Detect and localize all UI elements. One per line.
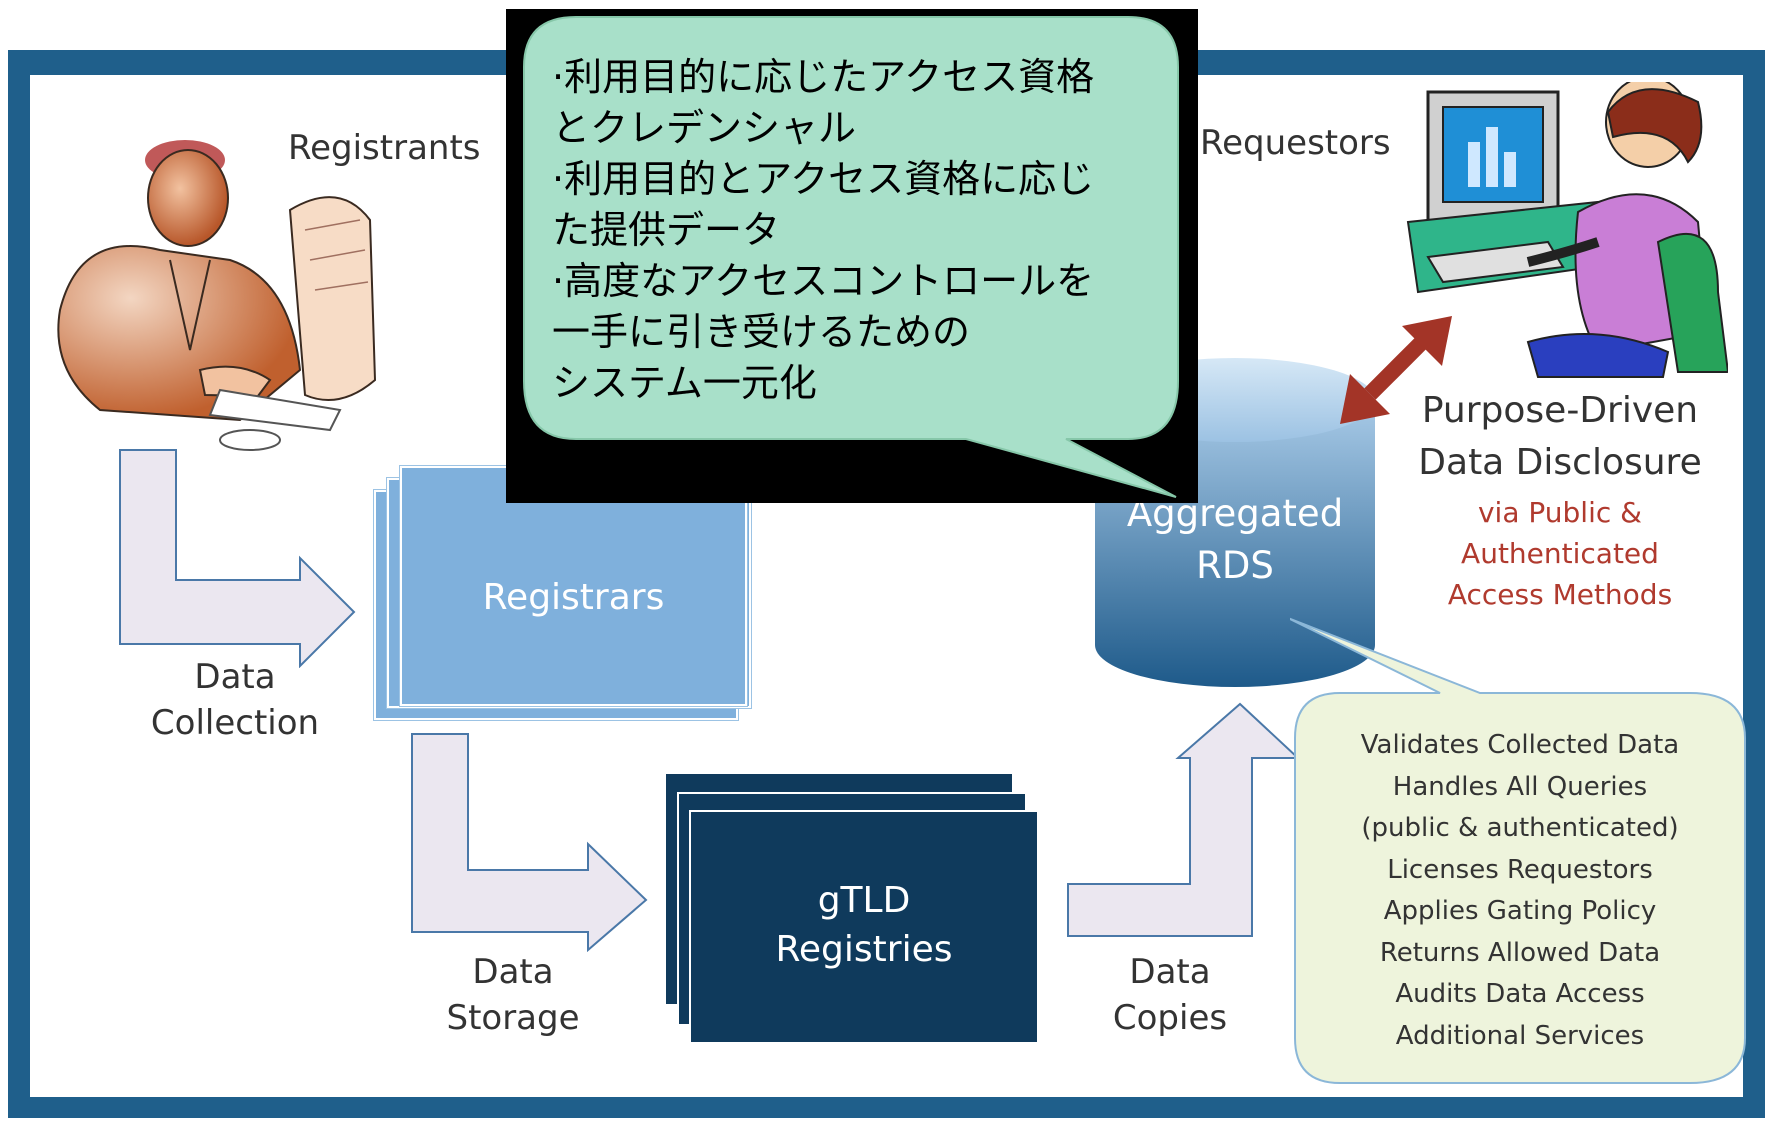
via-line-2: Authenticated xyxy=(1461,537,1659,570)
registrant-illustration xyxy=(57,140,377,451)
data-collection-line-1: Data xyxy=(194,657,276,697)
data-copies-line-2: Copies xyxy=(1112,997,1228,1038)
rds-function-item: Handles All Queries xyxy=(1392,771,1648,802)
via-line-3: Access Methods xyxy=(1447,578,1673,611)
via-line-1: via Public & xyxy=(1477,496,1642,529)
gtld-card: gTLD Registries xyxy=(689,810,1039,1044)
rds-function-item: (public & authenticated) xyxy=(1361,813,1679,843)
data-copies-label: Data Copies xyxy=(1080,950,1260,1042)
rds-functions-callout xyxy=(1290,617,1746,1084)
rds-function-item: Licenses Requestors xyxy=(1387,854,1653,885)
rds-function-item: Additional Services xyxy=(1395,1020,1645,1051)
registrars-card: Registrars xyxy=(400,466,747,706)
data-collection-label: Data Collection xyxy=(130,655,340,747)
disclosure-double-arrow xyxy=(1340,316,1452,424)
registrants-label: Registrants xyxy=(288,128,481,168)
purpose-line-1: Purpose-Driven xyxy=(1421,390,1699,431)
data-copies-line-1: Data xyxy=(1129,952,1211,992)
rds-function-item: Returns Allowed Data xyxy=(1379,937,1661,968)
rds-label: Aggregated RDS xyxy=(1100,488,1370,592)
data-collection-arrow xyxy=(119,449,356,668)
jp-speech-bubble xyxy=(523,16,1179,498)
purpose-driven-label: Purpose-Driven Data Disclosure xyxy=(1410,385,1710,489)
rds-line-2: RDS xyxy=(1196,544,1274,587)
gtld-label: gTLD Registries xyxy=(691,877,1037,974)
rds-function-item: Validates Collected Data xyxy=(1360,730,1680,760)
data-storage-line-2: Storage xyxy=(446,997,580,1038)
data-storage-line-1: Data xyxy=(472,952,554,992)
data-storage-label: Data Storage xyxy=(408,950,618,1042)
data-copies-arrow xyxy=(1067,702,1300,937)
data-collection-line-2: Collection xyxy=(150,702,320,743)
registrars-label: Registrars xyxy=(482,577,665,618)
access-methods-label: via Public & Authenticated Access Method… xyxy=(1410,492,1710,615)
data-storage-arrow xyxy=(411,733,648,952)
rds-function-item: Audits Data Access xyxy=(1395,979,1645,1009)
gtld-line-1: gTLD xyxy=(817,880,911,921)
jp-callout-text: ·利用目的に応じたアクセス資格 とクレデンシャル ·利用目的とアクセス資格に応じ… xyxy=(552,55,1095,405)
requestor-illustration xyxy=(1406,82,1728,378)
rds-function-item: Applies Gating Policy xyxy=(1383,896,1657,926)
gtld-line-2: Registries xyxy=(775,928,953,970)
requestors-label: Requestors xyxy=(1200,123,1391,163)
purpose-line-2: Data Disclosure xyxy=(1418,442,1702,483)
rds-functions-list: Validates Collected Data Handles All Que… xyxy=(1300,725,1740,1057)
